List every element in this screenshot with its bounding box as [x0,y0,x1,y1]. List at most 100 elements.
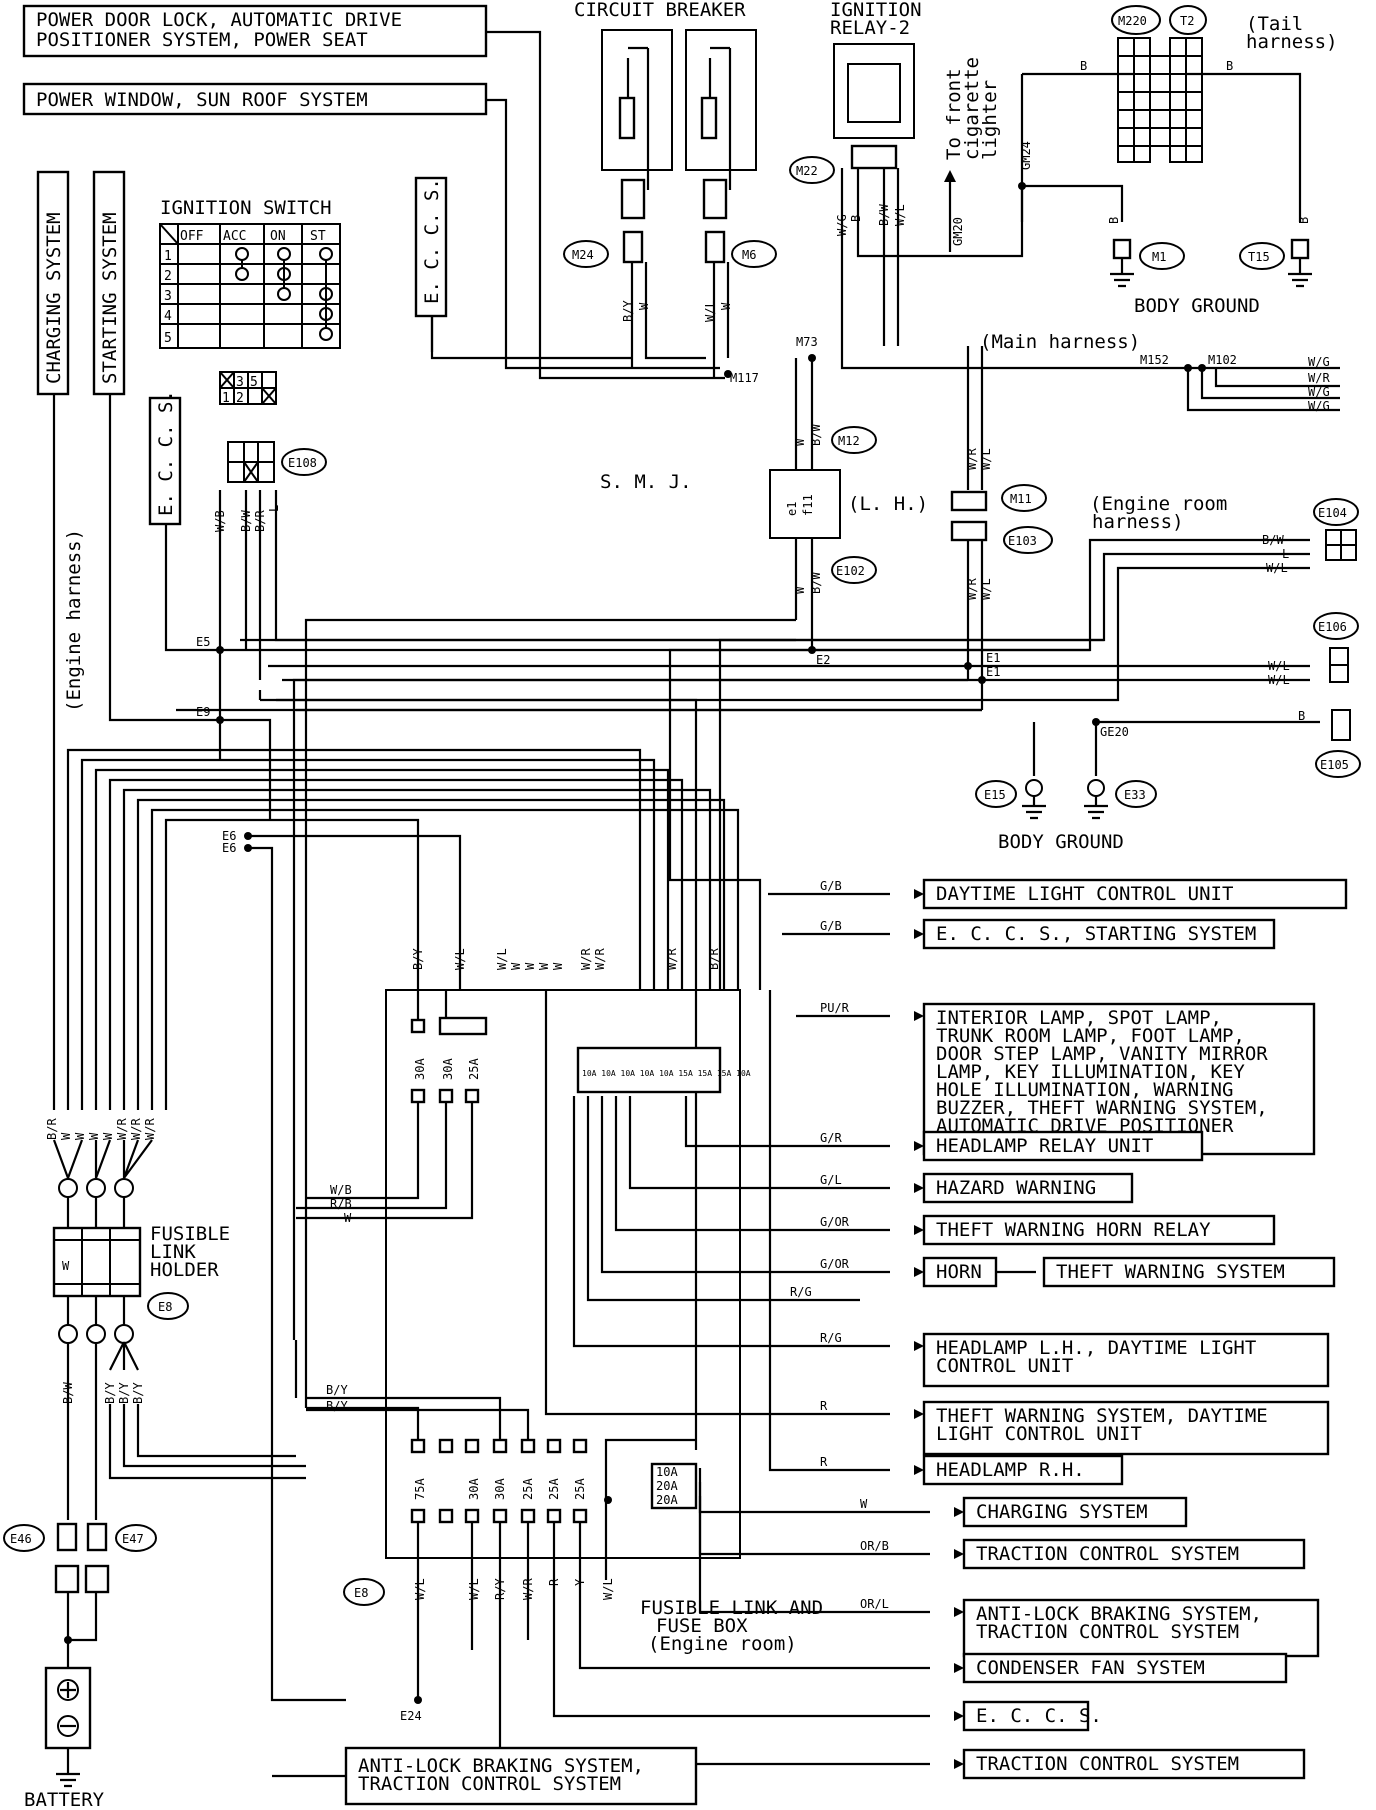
output-box-2 [922,1002,1316,1156]
output-label-13-1: TRACTION CONTROL SYSTEM [976,1621,1239,1643]
output-label-8-1: CONTROL UNIT [936,1355,1073,1377]
svg-text:30A: 30A [467,1478,481,1500]
svg-text:E24: E24 [400,1709,422,1723]
svg-text:GM20: GM20 [951,217,965,246]
ground-t15: T15 [1239,238,1312,288]
svg-text:25A: 25A [467,1058,481,1080]
svg-text:W: W [637,302,651,310]
output-wire-color-13: OR/L [860,1597,889,1611]
svg-text:W/G: W/G [1308,385,1330,399]
eccs-box-top: E. C. C. S. [414,176,448,318]
svg-text:BODY GROUND: BODY GROUND [1134,295,1260,317]
output-box-8 [922,1332,1330,1388]
svg-text:E8: E8 [354,1586,368,1600]
svg-text:W/L: W/L [495,948,509,970]
svg-text:W/L: W/L [979,578,993,600]
svg-text:B/Y: B/Y [131,1382,145,1404]
svg-text:4: 4 [164,309,172,324]
output-arrow-14 [954,1663,964,1673]
svg-text:S. M. J.: S. M. J. [600,471,692,493]
svg-text:B/W: B/W [1262,533,1284,547]
output-wire-color-1: G/B [820,919,842,933]
output-arrow-0 [914,889,924,899]
connector-e108: E108 W/B B/W B/R L [213,441,327,532]
output-wire-color-5: G/OR [820,1215,850,1229]
output-arrow-6 [914,1267,924,1277]
svg-text:E6: E6 [222,829,236,843]
output-wire-6 [600,1096,890,1274]
starting-system-box: STARTING SYSTEM [92,170,126,396]
svg-text:M220: M220 [1118,14,1147,28]
svg-text:2: 2 [164,269,172,284]
output-wire-15 [552,1660,930,1718]
svg-text:W/R: W/R [521,1578,535,1600]
svg-text:(Tail: (Tail [1246,13,1303,35]
output-box-15 [962,1700,1090,1732]
svg-text:20A: 20A [656,1479,678,1493]
output-wire-color-6: G/OR [820,1257,850,1271]
svg-text:B: B [1226,59,1233,73]
output-box-6 [922,1256,998,1288]
ignition-relay-2: IGNITION RELAY-2 M22 W/G B B/W W/L [789,0,922,236]
svg-text:IGNITION: IGNITION [830,0,922,21]
svg-text:E104: E104 [1318,506,1347,520]
smj-block: e1 f11 S. M. J. (L. H.) [600,469,928,539]
svg-text:M12: M12 [838,434,860,448]
svg-text:ANTI-LOCK BRAKING SYSTEM,: ANTI-LOCK BRAKING SYSTEM, [358,1755,644,1777]
output-arrow-5 [914,1225,924,1235]
svg-text:B: B [849,215,863,222]
svg-text:E105: E105 [1320,758,1349,772]
svg-text:ON: ON [270,229,286,244]
svg-text:E. C. C. S.: E. C. C. S. [155,390,177,516]
svg-text:W/L: W/L [1268,659,1290,673]
svg-text:5: 5 [164,331,172,346]
svg-text:T2: T2 [1180,14,1194,28]
output-label-4-0: HAZARD WARNING [936,1177,1096,1199]
svg-text:E15: E15 [984,788,1006,802]
anti-lock-box-bottom: ANTI-LOCK BRAKING SYSTEM, TRACTION CONTR… [344,1746,698,1806]
svg-text:BATTERY: BATTERY [24,1789,105,1810]
output-arrow-13 [954,1607,964,1617]
svg-text:B/W: B/W [61,1382,75,1404]
svg-text:TRACTION CONTROL SYSTEM: TRACTION CONTROL SYSTEM [358,1773,621,1795]
svg-text:W/G: W/G [1308,355,1330,369]
svg-text:HOLDER: HOLDER [150,1259,219,1281]
front-cigarette-label: To front cigarette lighter [943,57,1001,160]
ground-e33: E33 [1084,779,1157,820]
output-wire-color-8: R/G [820,1331,842,1345]
svg-text:ST: ST [310,229,326,244]
output-label-10-0: HEADLAMP R.H. [936,1459,1085,1481]
svg-text:M102: M102 [1208,353,1237,367]
output-label-13-0: ANTI-LOCK BRAKING SYSTEM, [976,1603,1262,1625]
svg-text:5: 5 [250,375,258,390]
svg-text:E1: E1 [986,665,1000,679]
svg-text:30A: 30A [493,1478,507,1500]
svg-text:E1: E1 [986,651,1000,665]
output-box-13 [962,1598,1320,1658]
svg-text:POSITIONER SYSTEM, POWER SEAT: POSITIONER SYSTEM, POWER SEAT [36,29,368,51]
svg-text:E47: E47 [122,1532,144,1546]
svg-text:W/R: W/R [115,1118,129,1140]
output-box-14 [962,1652,1288,1684]
svg-text:E46: E46 [10,1532,32,1546]
svg-text:25A: 25A [521,1478,535,1500]
svg-text:M24: M24 [572,248,594,262]
svg-text:E9: E9 [196,705,210,719]
output-label-9-0: THEFT WARNING SYSTEM, DAYTIME [936,1405,1268,1427]
svg-text:W/R: W/R [965,578,979,600]
svg-text:W/L: W/L [413,1578,427,1600]
output-label-11-0: CHARGING SYSTEM [976,1501,1148,1523]
svg-text:W: W [101,1132,115,1140]
svg-text:R/B: R/B [330,1197,352,1211]
svg-text:W/R: W/R [593,948,607,970]
svg-text:(Engine room: (Engine room [1090,493,1227,515]
svg-text:W: W [87,1132,101,1140]
svg-text:E33: E33 [1124,788,1146,802]
svg-text:W: W [719,302,733,310]
svg-text:B: B [1107,217,1121,224]
svg-text:B/R: B/R [707,948,721,970]
output-box-1 [922,918,1276,950]
svg-text:M1: M1 [1152,250,1166,264]
